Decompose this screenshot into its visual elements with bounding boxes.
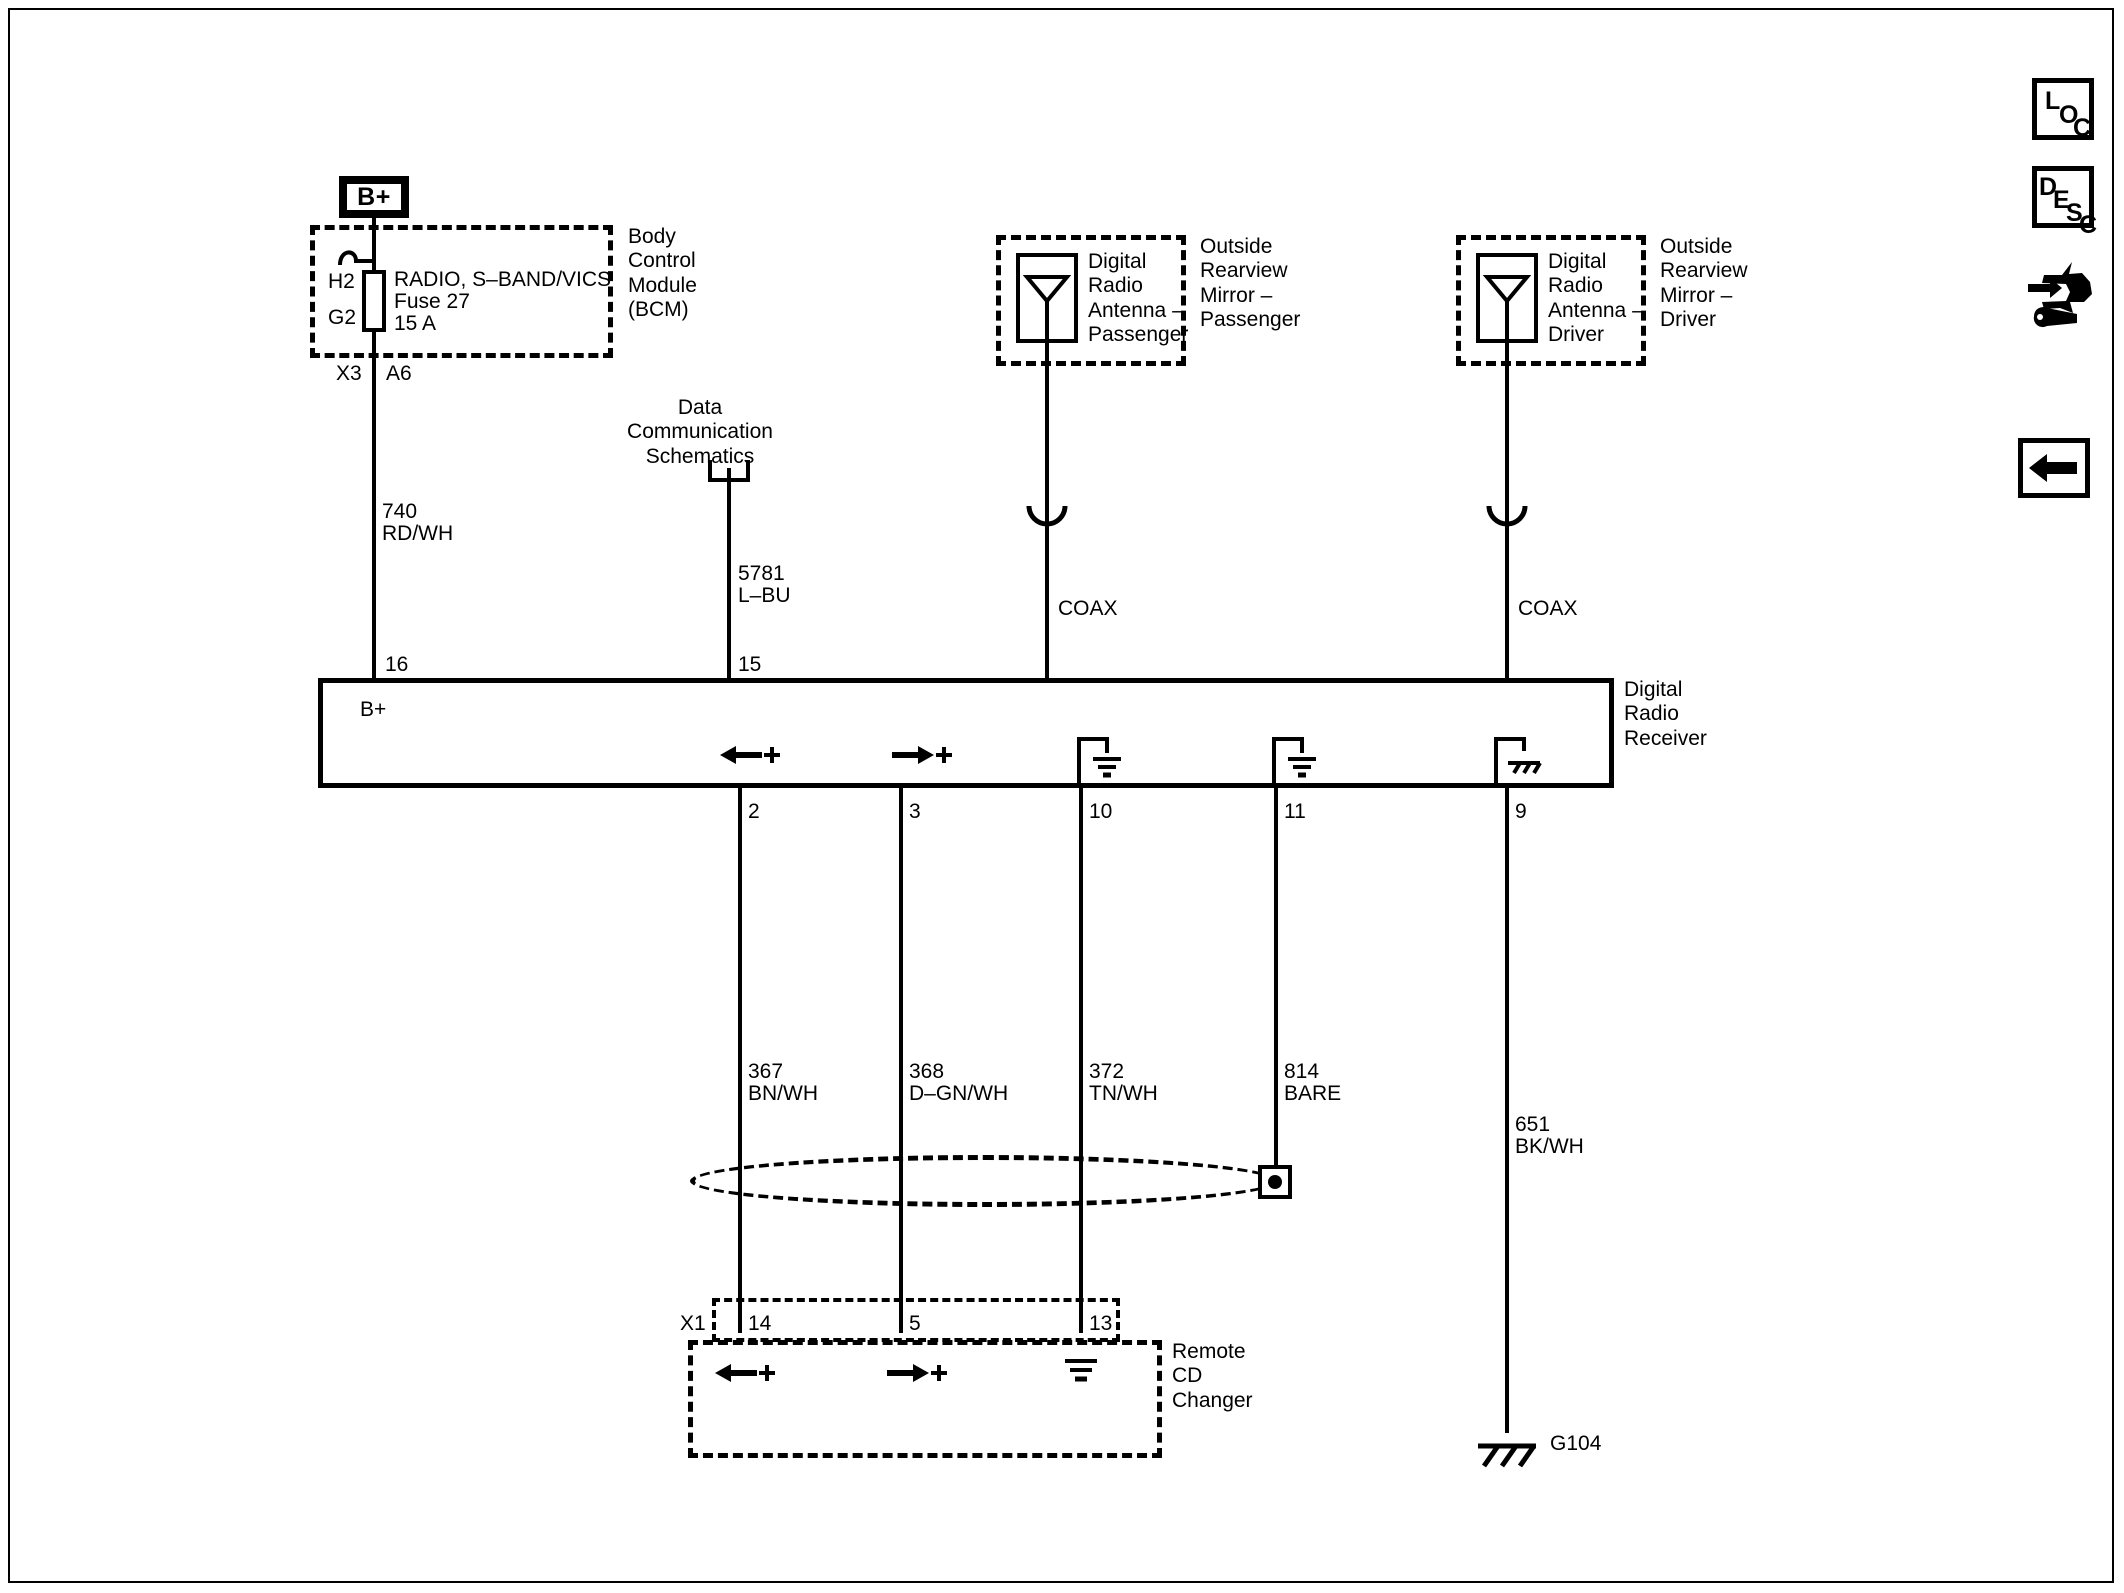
bcm-terminal-g2: G2 bbox=[328, 306, 357, 329]
cd-signal-ground-icon bbox=[1065, 1359, 1097, 1382]
loc-letter-2: O bbox=[2059, 101, 2079, 129]
bcm-terminal-h2: H2 bbox=[328, 270, 355, 293]
antenna-driver-enclosure bbox=[1456, 235, 1646, 366]
wire-372-number: 372 bbox=[1089, 1060, 1125, 1083]
wire-814-line bbox=[1274, 788, 1278, 1173]
wire-651-number: 651 bbox=[1515, 1113, 1551, 1136]
wire-651-color: BK/WH bbox=[1515, 1135, 1584, 1158]
wire-367-number: 367 bbox=[748, 1060, 784, 1083]
coax-driver-label: COAX bbox=[1518, 597, 1578, 620]
wire-367-line bbox=[738, 788, 742, 1333]
page-border bbox=[8, 8, 2114, 1583]
receiver-pin-11-number: 11 bbox=[1284, 800, 1306, 823]
coax-connector-driver-icon bbox=[1486, 505, 1528, 527]
loc-letter-3: C bbox=[2073, 114, 2092, 142]
wire-368-line bbox=[899, 788, 903, 1333]
wire-651-line bbox=[1505, 788, 1509, 1433]
antenna-driver-label: Digital Radio Antenna – Driver bbox=[1548, 250, 1644, 347]
bcm-pin-a6: A6 bbox=[386, 362, 412, 385]
wire-372-color: TN/WH bbox=[1089, 1082, 1158, 1105]
g104-chassis-ground-icon bbox=[1478, 1443, 1537, 1468]
antenna-driver-symbol-box bbox=[1476, 253, 1538, 343]
desc-letter-4: C bbox=[2079, 211, 2098, 239]
coax-passenger-line bbox=[1045, 343, 1049, 678]
antenna-passenger-enclosure bbox=[996, 235, 1186, 366]
wire-368-number: 368 bbox=[909, 1060, 945, 1083]
wire-814-number: 814 bbox=[1284, 1060, 1320, 1083]
desc-letter-1: D bbox=[2039, 173, 2058, 201]
wire-367-color: BN/WH bbox=[748, 1082, 818, 1105]
desc-letter-2: E bbox=[2053, 186, 2070, 214]
receiver-title: Digital Radio Receiver bbox=[1624, 678, 1707, 750]
mirror-driver-label: Outside Rearview Mirror – Driver bbox=[1660, 235, 1748, 332]
mirror-passenger-label: Outside Rearview Mirror – Passenger bbox=[1200, 235, 1301, 332]
cd-pin-13-number: 13 bbox=[1089, 1312, 1113, 1335]
antenna-passenger-symbol-box bbox=[1016, 253, 1078, 343]
loc-letter-1: L bbox=[2045, 87, 2061, 115]
digital-radio-receiver-box bbox=[318, 678, 1614, 788]
arrow-right-plus-icon bbox=[892, 746, 952, 764]
cd-pin-14-number: 14 bbox=[748, 1312, 772, 1335]
cd-connector-x1: X1 bbox=[680, 1312, 706, 1335]
bcm-link-symbol bbox=[338, 250, 376, 266]
wire-372-line bbox=[1079, 788, 1083, 1333]
cd-arrow-right-plus-icon bbox=[887, 1364, 947, 1382]
wire-814-color: BARE bbox=[1284, 1082, 1342, 1105]
shield-drain-node bbox=[1268, 1175, 1282, 1189]
chassis-ground-pin9-icon bbox=[1494, 737, 1542, 787]
remote-cd-changer-enclosure bbox=[688, 1340, 1162, 1458]
wire-5781-color: L–BU bbox=[738, 584, 791, 607]
bcm-enclosure bbox=[310, 225, 613, 358]
cable-shield-wrap bbox=[690, 1155, 1278, 1207]
data-link-label: Data Communication Schematics bbox=[627, 396, 773, 468]
vehicle-wrench-icon[interactable] bbox=[2026, 258, 2106, 328]
ground-point-id: G104 bbox=[1550, 1432, 1602, 1455]
fuse-symbol bbox=[362, 270, 386, 332]
fuse-rating: 15 A bbox=[394, 312, 437, 335]
signal-ground-pin10-icon bbox=[1077, 737, 1121, 787]
receiver-pin-2-number: 2 bbox=[748, 800, 760, 823]
receiver-pin-3-number: 3 bbox=[909, 800, 921, 823]
loc-button[interactable]: L O C bbox=[2032, 78, 2094, 142]
coax-driver-line bbox=[1505, 343, 1509, 678]
bcm-title: Body Control Module (BCM) bbox=[628, 225, 697, 322]
cd-arrow-left-plus-icon bbox=[715, 1364, 775, 1382]
receiver-pin-9-number: 9 bbox=[1515, 800, 1527, 823]
wire-5781-line bbox=[727, 468, 731, 678]
coax-passenger-label: COAX bbox=[1058, 597, 1118, 620]
antenna-icon bbox=[1482, 275, 1532, 339]
back-button[interactable] bbox=[2018, 438, 2090, 498]
wire-740-line bbox=[372, 218, 376, 678]
wire-740-number: 740 bbox=[382, 500, 418, 523]
desc-button[interactable]: D E S C bbox=[2032, 166, 2097, 238]
receiver-pin16-name: B+ bbox=[360, 698, 387, 721]
wire-368-color: D–GN/WH bbox=[909, 1082, 1009, 1105]
signal-ground-pin11-icon bbox=[1272, 737, 1316, 787]
receiver-pin-10-number: 10 bbox=[1089, 800, 1113, 823]
receiver-pin-16-number: 16 bbox=[385, 653, 409, 676]
wire-740-color: RD/WH bbox=[382, 522, 454, 545]
antenna-icon bbox=[1022, 275, 1072, 339]
fuse-number: Fuse 27 bbox=[394, 290, 470, 313]
bcm-connector-x3: X3 bbox=[336, 362, 362, 385]
antenna-passenger-label: Digital Radio Antenna – Passenger bbox=[1088, 250, 1189, 347]
coax-connector-passenger-icon bbox=[1026, 505, 1068, 527]
wire-5781-number: 5781 bbox=[738, 562, 785, 585]
battery-positive-tag: B+ bbox=[339, 176, 409, 218]
desc-letter-3: S bbox=[2066, 199, 2083, 227]
cd-pin-5-number: 5 bbox=[909, 1312, 921, 1335]
remote-cd-changer-label: Remote CD Changer bbox=[1172, 1340, 1253, 1412]
fuse-name: RADIO, S–BAND/VICS bbox=[394, 268, 612, 291]
arrow-left-plus-icon bbox=[720, 746, 780, 764]
receiver-pin-15-number: 15 bbox=[738, 653, 762, 676]
